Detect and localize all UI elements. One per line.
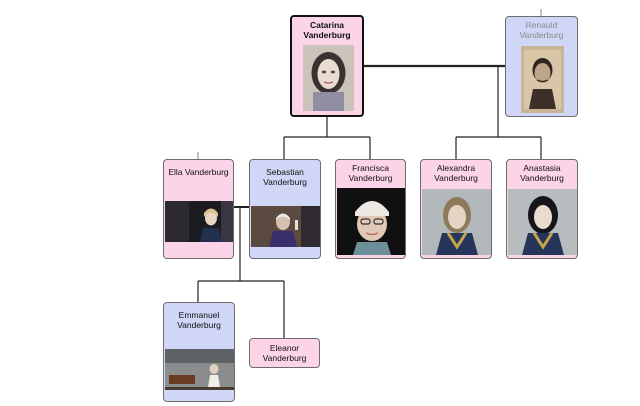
person-name-sebastian: Sebastian Vanderburg bbox=[263, 167, 307, 187]
person-card-renauld[interactable]: Renauld Vanderburg bbox=[505, 16, 578, 117]
person-card-ella[interactable]: Ella Vanderburg bbox=[163, 159, 234, 259]
person-name-eleanor: Eleanor Vanderburg bbox=[262, 343, 307, 363]
person-name-renauld: Renauld Vanderburg bbox=[519, 20, 564, 40]
person-name-ella: Ella Vanderburg bbox=[168, 167, 229, 177]
person-card-eleanor[interactable]: Eleanor Vanderburg bbox=[249, 338, 320, 368]
portrait-photo-anastasia bbox=[508, 189, 577, 255]
portrait-photo-renauld bbox=[521, 46, 564, 113]
portrait-photo-catarina bbox=[303, 45, 354, 111]
person-card-emmanuel[interactable]: Emmanuel Vanderburg bbox=[163, 302, 235, 402]
person-name-catarina: Catarina Vanderburg bbox=[303, 20, 351, 40]
portrait-photo-ella bbox=[165, 201, 233, 242]
person-name-emmanuel: Emmanuel Vanderburg bbox=[177, 310, 221, 330]
person-name-francisca: Francisca Vanderburg bbox=[348, 163, 393, 183]
person-card-alexandra[interactable]: Alexandra Vanderburg bbox=[420, 159, 492, 259]
person-card-francisca[interactable]: Francisca Vanderburg bbox=[335, 159, 406, 259]
portrait-photo-alexandra bbox=[422, 189, 491, 255]
person-card-catarina[interactable]: Catarina Vanderburg bbox=[290, 15, 364, 117]
portrait-photo-sebastian bbox=[251, 206, 320, 247]
person-card-anastasia[interactable]: Anastasia Vanderburg bbox=[506, 159, 578, 259]
person-name-alexandra: Alexandra Vanderburg bbox=[434, 163, 478, 183]
person-card-sebastian[interactable]: Sebastian Vanderburg bbox=[249, 159, 321, 259]
portrait-photo-emmanuel bbox=[165, 349, 234, 390]
person-name-anastasia: Anastasia Vanderburg bbox=[520, 163, 564, 183]
portrait-photo-francisca bbox=[337, 188, 405, 255]
